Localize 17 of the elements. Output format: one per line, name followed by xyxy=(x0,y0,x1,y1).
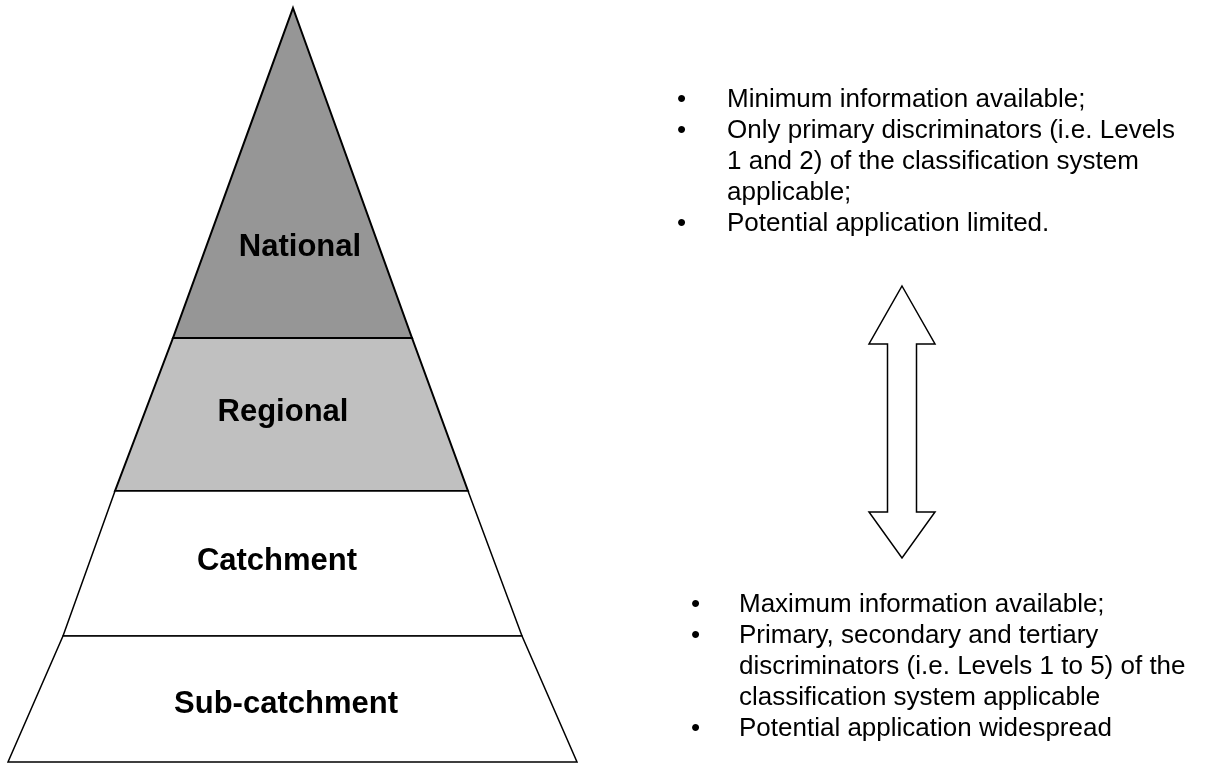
bullet-marker: • xyxy=(691,619,701,650)
bullet-text: Primary, secondary and tertiary discriminators (i.e. Levels 1 to 5) of the classification system applicable xyxy=(739,619,1187,712)
bullet-text: Potential application limited. xyxy=(727,207,1051,238)
bullet-marker: • xyxy=(677,114,687,145)
bullet-marker: • xyxy=(677,207,687,238)
tier-label: National xyxy=(238,228,362,264)
bullet-text: Maximum information available; xyxy=(739,588,1106,619)
bullet-marker: • xyxy=(691,588,701,619)
bullet-marker: • xyxy=(677,83,687,114)
tier-label: Regional xyxy=(217,393,349,429)
bullet-text: Potential application widespread xyxy=(739,712,1113,743)
tier-label: Catchment xyxy=(196,542,358,578)
bullet-marker: • xyxy=(691,712,701,743)
bullet-text: Only primary discriminators (i.e. Levels 1 and 2) of the classification system applicable; xyxy=(727,114,1176,207)
tier-label: Sub-catchment xyxy=(174,685,398,721)
double-block-arrow xyxy=(867,284,937,560)
bullet-text: Minimum information available; xyxy=(727,83,1087,114)
